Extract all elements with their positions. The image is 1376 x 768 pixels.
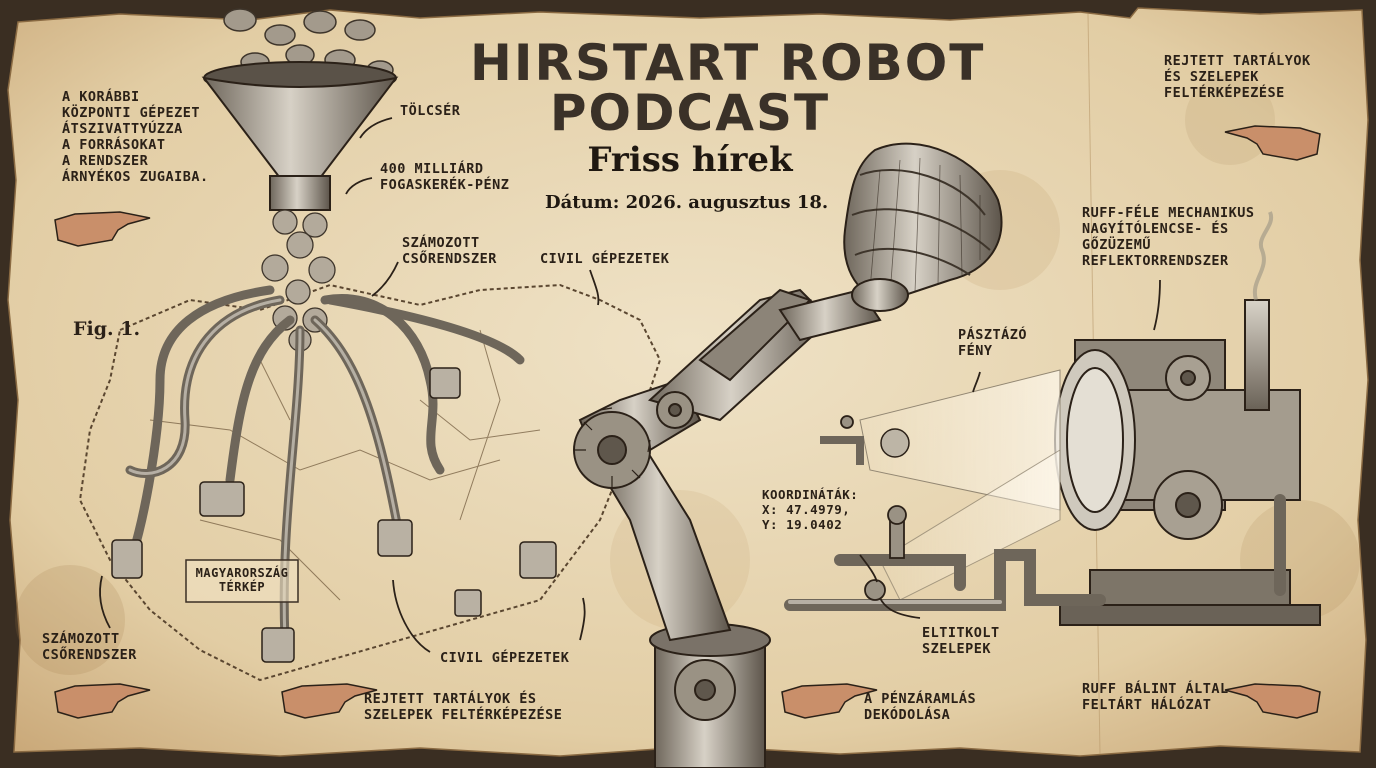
searchlight-icon	[1054, 299, 1321, 626]
pointing-hand-icon	[54, 125, 1321, 719]
valve-icon	[820, 415, 907, 601]
pipes-top-label: SZÁMOZOTT CSŐRENDSZER	[402, 235, 497, 267]
title-line-1: HIRSTART ROBOT	[470, 34, 986, 92]
funnel-icon	[201, 61, 399, 211]
bottom-right-label: RUFF BÁLINT ÁLTAL FELTÁRT HÁLÓZAT	[1082, 681, 1229, 713]
microphone-icon	[843, 142, 1003, 312]
hidden-valves-label: ELTITKOLT SZELEPEK	[922, 625, 1000, 657]
coordinates-label: KOORDINÁTÁK: X: 47.4979, Y: 19.0402	[762, 487, 859, 532]
date: Dátum: 2026. augusztus 18.	[545, 192, 829, 213]
funnel-label: TÖLCSÉR	[400, 103, 461, 119]
figure-label: Fig. 1.	[73, 318, 141, 340]
map-label: MAGYARORSZÁG TÉRKÉP	[195, 566, 289, 595]
civil-bottom-label: CIVIL GÉPEZETEK	[440, 650, 570, 666]
pipes-bottom-label: SZÁMOZOTT CSŐRENDSZER	[42, 631, 137, 663]
top-right-label: REJTETT TARTÁLYOK ÉS SZELEPEK FELTÉRKÉPE…	[1164, 53, 1311, 101]
gear-icon	[573, 391, 736, 721]
ruff-device-label: RUFF-FÉLE MECHANIKUS NAGYÍTÓLENCSE- ÉS G…	[1082, 205, 1255, 269]
subtitle: Friss hírek	[587, 140, 793, 180]
coins-label: 400 MILLIÁRD FOGASKERÉK-PÉNZ	[380, 161, 510, 193]
title-line-2: PODCAST	[549, 84, 831, 142]
hungary-map	[78, 283, 662, 682]
bottom-left-label: REJTETT TARTÁLYOK ÉS SZELEPEK FELTÉRKÉPE…	[364, 691, 563, 723]
civil-top-label: CIVIL GÉPEZETEK	[540, 251, 670, 267]
left-note: A KORÁBBI KÖZPONTI GÉPEZET ÁTSZIVATTYÚZZ…	[62, 89, 209, 185]
scan-light-label: PÁSZTÁZÓ FÉNY	[958, 327, 1028, 359]
bottom-mid-label: A PÉNZÁRAMLÁS DEKÓDOLÁSA	[864, 691, 977, 723]
